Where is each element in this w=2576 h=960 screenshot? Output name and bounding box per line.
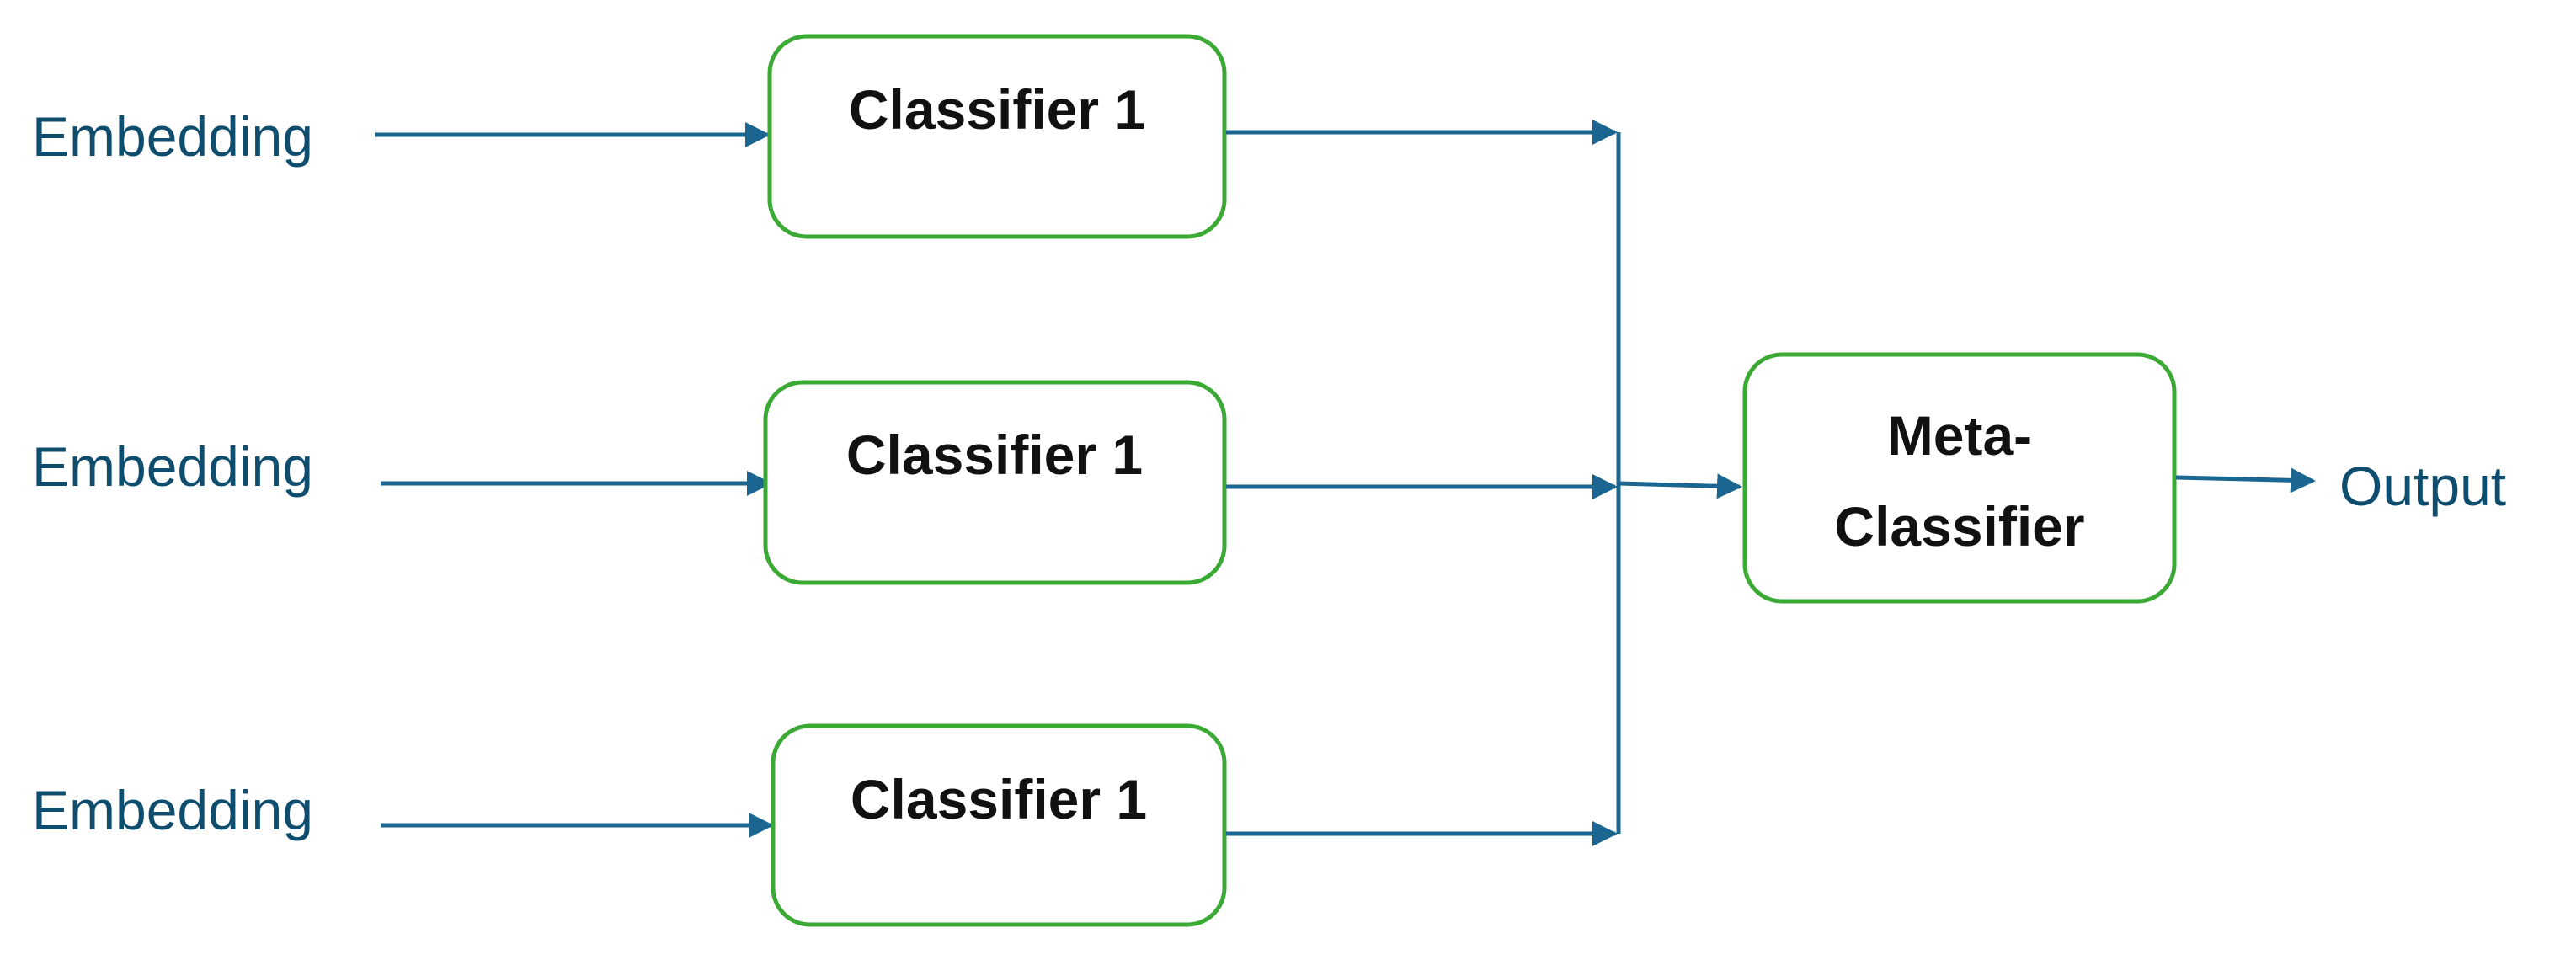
input-label-1: Embedding <box>32 105 313 168</box>
classifier-label-1: Classifier 1 <box>849 78 1145 141</box>
meta-classifier-box: Meta- Classifier <box>1742 352 2177 604</box>
classifier-box-1: Classifier 1 <box>767 34 1227 239</box>
classifier-label-2: Classifier 1 <box>846 424 1143 486</box>
meta-classifier-label-line1: Meta- <box>1887 404 2032 467</box>
output-label: Output <box>2339 455 2506 517</box>
input-label-3: Embedding <box>32 779 313 841</box>
classifier-label-3: Classifier 1 <box>851 768 1147 830</box>
output-arrow <box>2175 467 2316 493</box>
classifier-box-3: Classifier 1 <box>771 723 1227 927</box>
classifier-box-2: Classifier 1 <box>763 380 1227 585</box>
meta-classifier-label-line2: Classifier <box>1834 495 2084 557</box>
meta-input-arrow <box>1618 473 1742 499</box>
input-label-2: Embedding <box>32 435 313 498</box>
